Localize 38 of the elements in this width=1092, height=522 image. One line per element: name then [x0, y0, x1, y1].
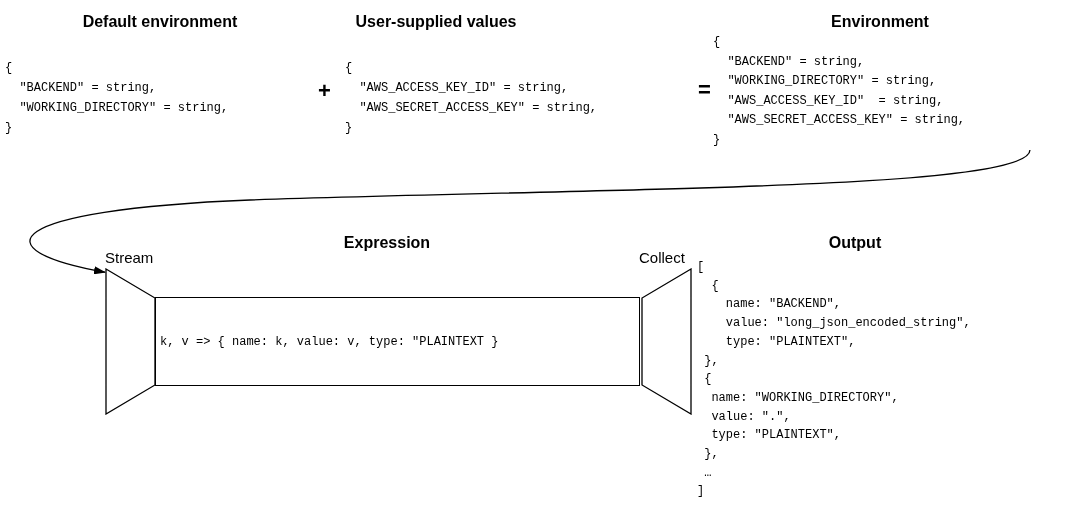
code-line: value: ".",: [711, 409, 791, 424]
code-line: type: "PLAINTEXT",: [725, 334, 856, 349]
arrow: [29, 149, 1031, 274]
code-line: value: "long_json_encoded_string",: [725, 316, 971, 331]
code-line: }: [713, 132, 721, 147]
code-line: },: [704, 353, 719, 368]
code-line: "BACKEND" = string,: [19, 81, 157, 95]
code-line: name: "WORKING_DIRECTORY",: [711, 390, 899, 405]
heading: Output: [828, 234, 882, 252]
code-line: "AWS_SECRET_ACCESS_KEY" = string,: [359, 101, 598, 115]
code-line: …: [704, 465, 712, 480]
code-line: [: [697, 260, 705, 274]
heading: User-supplied values: [355, 13, 517, 31]
code-line: {: [5, 61, 13, 75]
code-line: "AWS_SECRET_ACCESS_KEY" = string,: [727, 113, 966, 127]
shape-label: Collect: [639, 249, 685, 266]
code-line: }: [345, 121, 353, 135]
code-line: ]: [697, 484, 705, 499]
plus-sign: +: [318, 80, 331, 102]
heading: Expression: [343, 234, 431, 252]
shape-label: Stream: [105, 249, 154, 266]
heading: Default environment: [82, 13, 238, 31]
code-line: type: "PLAINTEXT",: [711, 428, 841, 443]
code-line: "WORKING_DIRECTORY" = string,: [19, 101, 229, 115]
code-text: k, v => { name: k, value: v, type: "PLAINTEXT }: [160, 335, 499, 349]
code-line: {: [345, 61, 353, 75]
equals-sign: =: [698, 79, 711, 101]
code-line: }: [5, 121, 13, 135]
heading: Environment: [831, 13, 929, 31]
code-line: "BACKEND" = string,: [727, 54, 865, 69]
code-line: {: [711, 278, 719, 293]
code-line: {: [713, 35, 721, 49]
code-line: },: [704, 447, 719, 461]
code-line: "AWS_ACCESS_KEY_ID" = string,: [359, 81, 569, 95]
code-line: "WORKING_DIRECTORY" = string,: [727, 74, 937, 88]
code-line: name: "BACKEND",: [725, 297, 841, 312]
code-line: "AWS_ACCESS_KEY_ID" = string,: [727, 93, 944, 108]
code-line: {: [704, 372, 712, 387]
